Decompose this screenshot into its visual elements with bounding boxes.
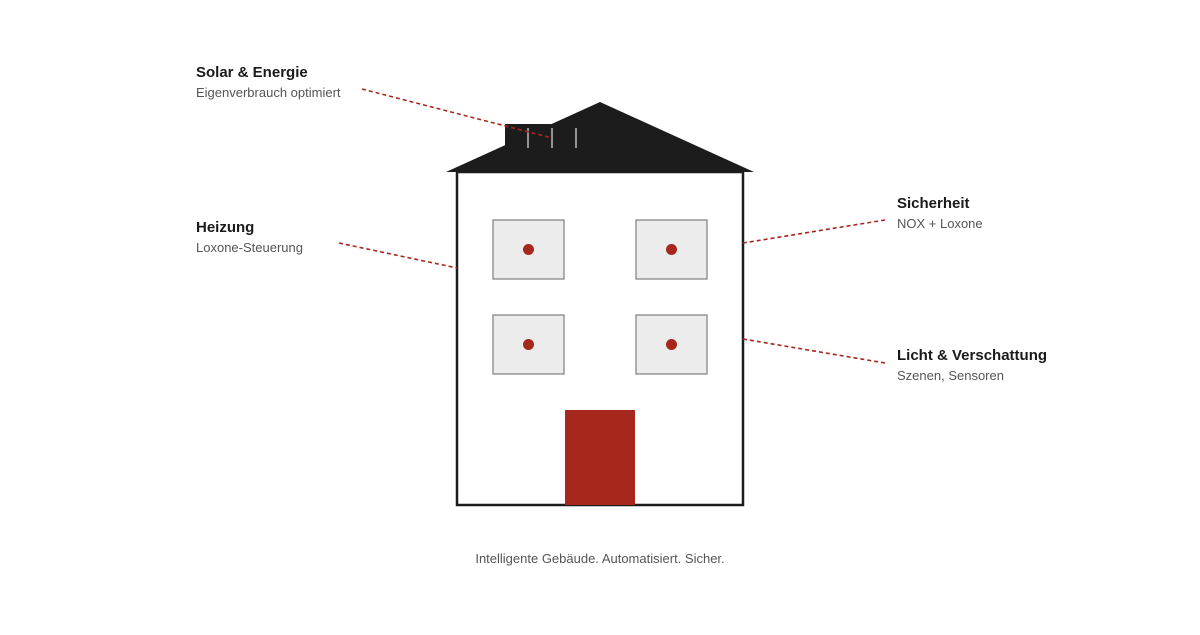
leader-line-solar xyxy=(361,88,553,139)
window-sensor-dot xyxy=(666,244,677,255)
solar-panel xyxy=(505,124,585,172)
label-light-subtitle: Szenen, Sensoren xyxy=(897,368,1004,383)
label-heating-subtitle: Loxone-Steuerung xyxy=(196,240,303,255)
label-security: Sicherheit NOX + Loxone xyxy=(897,194,983,232)
window-sensor-dot xyxy=(666,339,677,350)
leader-line-light xyxy=(742,338,886,364)
label-heating: Heizung Loxone-Steuerung xyxy=(196,218,303,256)
house-door xyxy=(565,410,635,505)
label-security-title: Sicherheit xyxy=(897,195,970,212)
leader-line-security xyxy=(742,219,886,244)
leader-line-heating xyxy=(338,242,458,269)
label-security-subtitle: NOX + Loxone xyxy=(897,216,983,231)
label-light-shading: Licht & Verschattung Szenen, Sensoren xyxy=(897,346,1047,384)
label-light-title: Licht & Verschattung xyxy=(897,347,1048,364)
label-solar-title: Solar & Energie xyxy=(196,64,308,81)
house-roof xyxy=(446,102,754,172)
window-sensor-dot xyxy=(523,339,534,350)
label-solar-energy: Solar & Energie Eigenverbrauch optimiert xyxy=(196,63,341,101)
label-heating-title: Heizung xyxy=(196,219,255,236)
window-sensor-dot xyxy=(523,244,534,255)
caption: Intelligente Gebäude. Automatisiert. Sic… xyxy=(475,551,725,566)
label-solar-subtitle: Eigenverbrauch optimiert xyxy=(196,85,341,100)
